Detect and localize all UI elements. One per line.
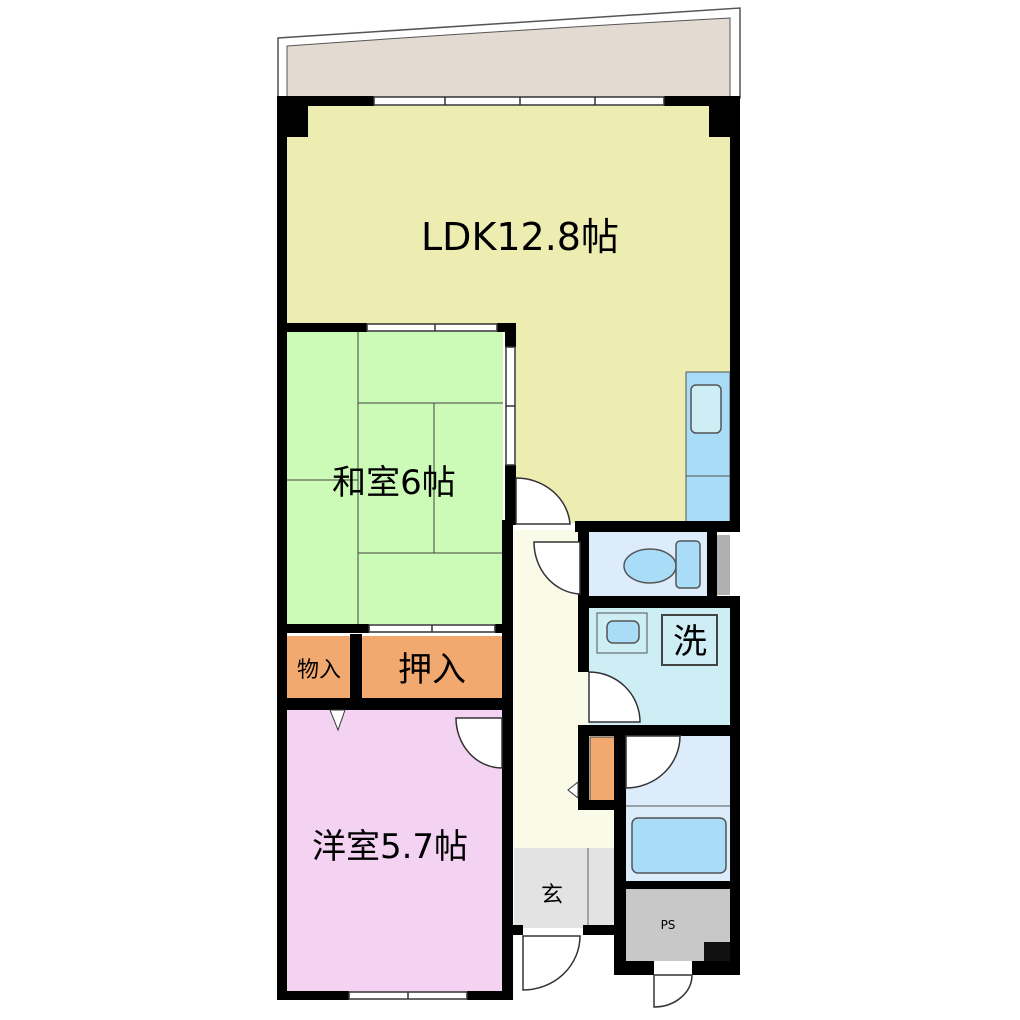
washitsu-label: 和室6帖 bbox=[332, 463, 456, 503]
toilet-tank bbox=[675, 540, 701, 589]
oshiire-label: 押入 bbox=[398, 650, 466, 690]
walls bbox=[277, 96, 740, 1000]
monoire-floor bbox=[287, 636, 350, 699]
balcony bbox=[286, 17, 731, 99]
sentaku-label: 洗 bbox=[673, 622, 707, 662]
youshitsu-label: 洋室5.7帖 bbox=[312, 827, 468, 867]
genkan-floor bbox=[514, 848, 614, 928]
ldk-label: LDK12.8帖 bbox=[421, 215, 619, 259]
ldk-floor bbox=[287, 106, 730, 523]
washer-space bbox=[661, 614, 718, 666]
oshiire-floor bbox=[362, 636, 503, 699]
toilet-bowl bbox=[623, 548, 677, 584]
washitsu-floor bbox=[287, 332, 503, 624]
ps-label: PS bbox=[661, 918, 676, 932]
monoire-label: 物入 bbox=[297, 658, 341, 683]
bathtub bbox=[631, 817, 727, 874]
youshitsu-floor bbox=[287, 710, 503, 992]
tatami-lines bbox=[287, 332, 503, 624]
windows bbox=[348, 96, 665, 1000]
shoe-cabinet bbox=[589, 736, 616, 803]
door-swings bbox=[455, 477, 693, 1008]
kitchen-sink bbox=[690, 384, 722, 434]
genkan-label: 玄 bbox=[541, 883, 563, 908]
